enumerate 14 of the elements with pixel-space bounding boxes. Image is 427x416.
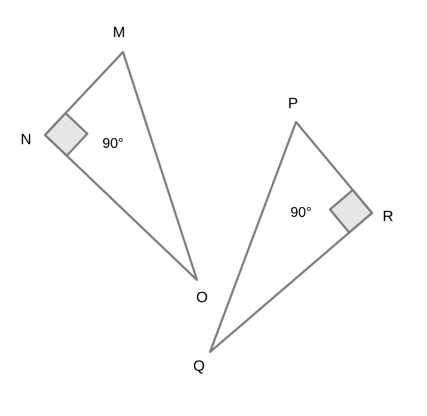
triangle-side [295, 121, 373, 214]
vertex-label: O [196, 292, 208, 302]
vertex-label: R [384, 210, 393, 222]
angle-label: 90° [103, 138, 123, 148]
triangle-side [44, 134, 198, 281]
triangle-side [122, 51, 198, 281]
triangle-side [44, 51, 124, 136]
vertex-label: M [114, 26, 124, 38]
triangle-side [209, 212, 373, 353]
vertex-label: N [22, 134, 30, 144]
vertex-label: P [289, 98, 298, 108]
triangle-side [208, 121, 298, 353]
angle-label: 90° [291, 207, 311, 217]
vertex-label: Q [194, 360, 204, 374]
